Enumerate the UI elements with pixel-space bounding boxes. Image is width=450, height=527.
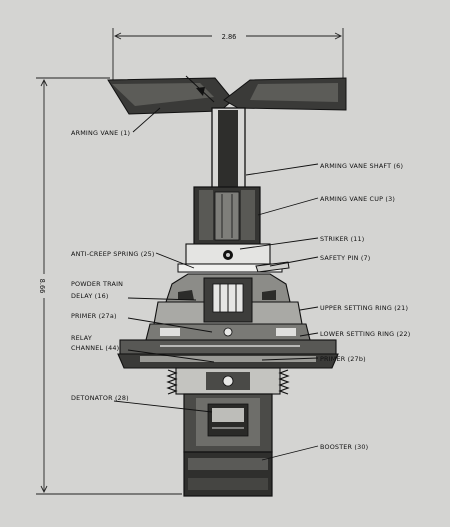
- label-relay-channel-line2: CHANNEL (44): [71, 344, 119, 352]
- arming-vane-cup: [193, 186, 261, 246]
- threaded-neck: [166, 367, 290, 395]
- label-primer-b: PRIMER (27b): [320, 355, 366, 363]
- label-relay-channel-line1: RELAY: [71, 334, 92, 342]
- label-arming-vane-cup: ARMING VANE CUP (3): [320, 195, 395, 203]
- label-anti-creep-spring: ANTI-CREEP SPRING (25): [71, 250, 155, 258]
- upper-setting-ring: [153, 273, 303, 325]
- arming-vane: [107, 75, 347, 115]
- height-dimension-label: 8.66: [38, 279, 46, 294]
- leader-lines: [113, 107, 319, 461]
- arming-vane-shaft: [211, 107, 246, 189]
- relay-channel-plate: [117, 339, 339, 369]
- label-arming-vane-shaft: ARMING VANE SHAFT (6): [320, 162, 403, 170]
- label-primer-a: PRIMER (27a): [71, 312, 117, 320]
- label-striker: STRIKER (11): [320, 235, 365, 243]
- label-arming-vane: ARMING VANE (1): [71, 129, 130, 137]
- label-powder-train-line2: DELAY (16): [71, 292, 109, 300]
- striker: [185, 243, 271, 265]
- detonator-body: [183, 393, 273, 453]
- label-powder-train-line1: POWDER TRAIN: [71, 280, 123, 288]
- label-lower-setting-ring: LOWER SETTING RING (22): [320, 330, 410, 338]
- safety-pin: [177, 261, 290, 273]
- label-upper-setting-ring: UPPER SETTING RING (21): [320, 304, 408, 312]
- label-safety-pin: SAFETY PIN (7): [320, 254, 371, 262]
- label-detonator: DETONATOR (28): [71, 394, 129, 402]
- label-booster: BOOSTER (30): [320, 443, 368, 451]
- width-dimension-label: 2.86: [222, 33, 237, 41]
- height-dimension: [36, 77, 182, 495]
- width-dimension: [112, 28, 344, 82]
- lower-setting-ring: [145, 323, 311, 341]
- booster: [183, 451, 273, 497]
